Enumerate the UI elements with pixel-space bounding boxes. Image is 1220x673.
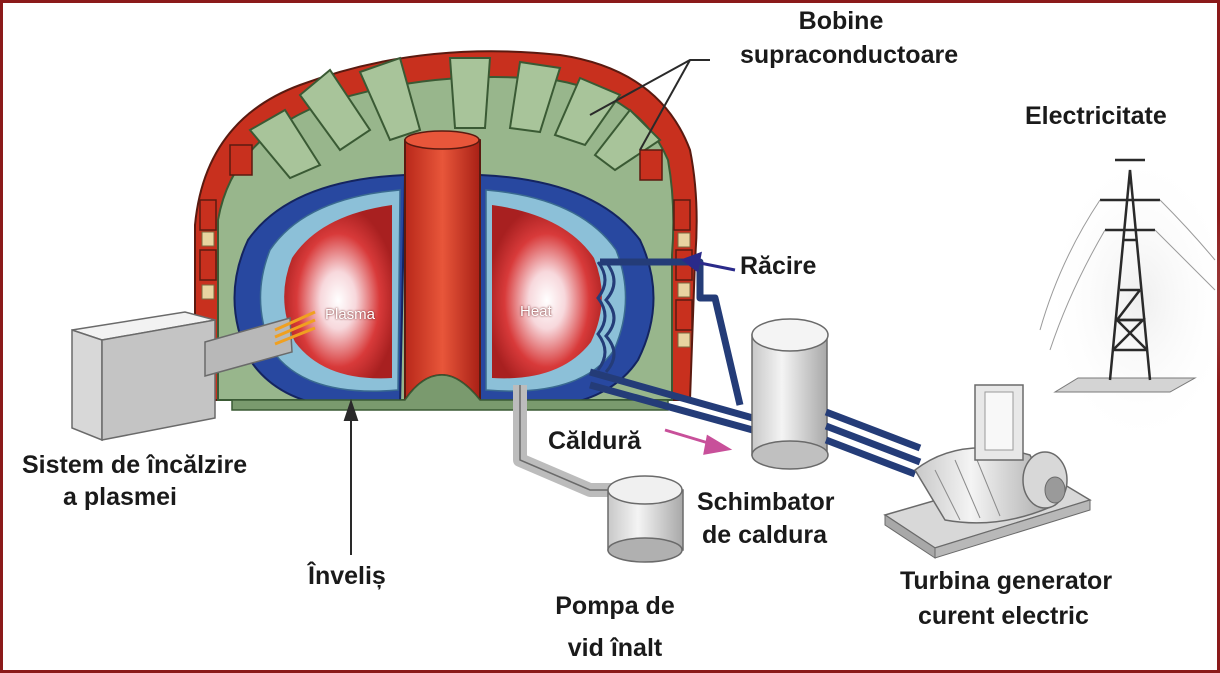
pump-label-line1: Pompa de (540, 591, 690, 622)
exchanger-label-line2: de caldura (702, 520, 827, 551)
plasma-label: Plasma (325, 306, 375, 323)
turbine-label-line2: curent electric (918, 601, 1089, 632)
solenoid-top (405, 131, 479, 149)
pump-label-line2: vid înalt (540, 633, 690, 664)
cooling-arrow (684, 254, 735, 270)
steam-pipes (826, 412, 920, 474)
heating-system-label-line1: Sistem de încălzire (22, 450, 247, 481)
electricity-label: Electricitate (1025, 101, 1167, 132)
exchanger-label-line1: Schimbator (697, 487, 835, 518)
heating-box-front (72, 330, 102, 440)
coils-label-line2: supraconductoare (740, 40, 958, 71)
cooling-label: Răcire (740, 251, 816, 282)
heating-box-side (102, 320, 215, 440)
central-solenoid (405, 133, 480, 401)
heat-flow-arrow (665, 430, 728, 453)
heat-exchanger (752, 319, 828, 469)
coils-label-line1: Bobine (758, 6, 924, 37)
power-pylon (1040, 150, 1220, 450)
heat-flow-label: Căldură (548, 426, 641, 457)
heat-inner-label: Heat (520, 303, 552, 320)
pylon-base (1055, 378, 1195, 392)
blanket-arrow (345, 402, 357, 555)
turbine-label-line1: Turbina generator (900, 566, 1112, 597)
heating-system-label-line2: a plasmei (63, 482, 177, 513)
blanket-label: Înveliș (308, 561, 386, 592)
vacuum-pump (608, 476, 683, 562)
turbine-generator (885, 385, 1090, 558)
